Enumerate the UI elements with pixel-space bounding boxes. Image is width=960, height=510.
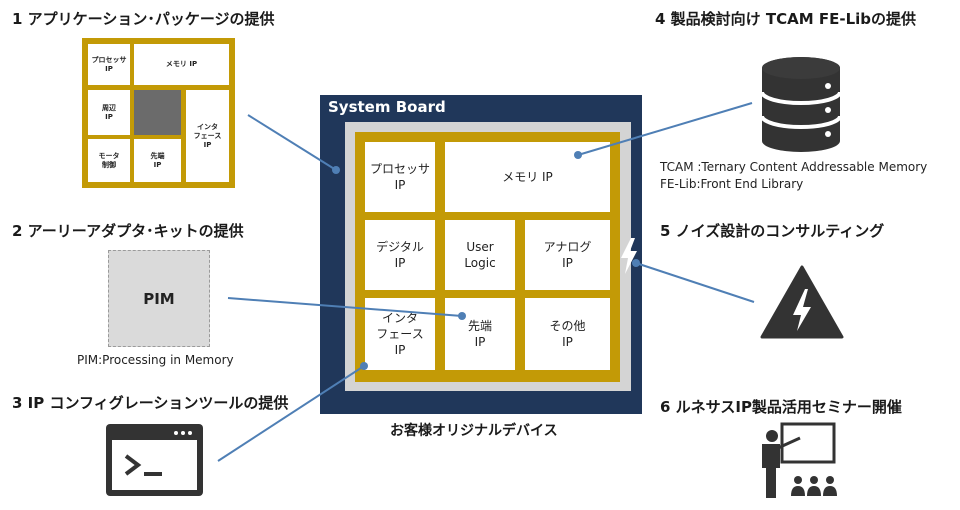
package-core-block	[134, 90, 181, 135]
pim-caption: PIM:Processing in Memory	[77, 353, 234, 367]
connector-tcam	[577, 102, 753, 156]
tcam-caption-line2: FE-Lib:Front End Library	[660, 177, 804, 191]
package-advanced-ip: 先端 IP	[134, 139, 181, 182]
package-processor-ip: プロセッサ IP	[88, 44, 130, 85]
heading-noise-consulting: 5 ノイズ設計のコンサルティング	[660, 222, 885, 240]
connector-package	[247, 114, 337, 171]
device-silver-frame: プロセッサ IP メモリ IP デジタル IP User Logic アナログ …	[345, 122, 631, 391]
connector-noise-dot	[632, 259, 640, 267]
connector-package-dot	[332, 166, 340, 174]
tcam-caption-line1: TCAM :Ternary Content Addressable Memory	[660, 160, 928, 174]
lightning-icon	[619, 238, 639, 274]
board-analog-ip: アナログ IP	[525, 220, 610, 290]
package-motor-control: モータ 制御	[88, 139, 130, 182]
board-user-logic: User Logic	[445, 220, 515, 290]
connector-tcam-dot	[574, 151, 582, 159]
heading-application-package: 1 アプリケーション･パッケージの提供	[12, 10, 275, 28]
package-memory-ip: メモリ IP	[134, 44, 229, 85]
database-icon	[760, 56, 842, 153]
board-other-ip: その他 IP	[525, 298, 610, 370]
package-interface-ip: インタ フェース IP	[186, 90, 229, 182]
board-interface-ip: インタ フェース IP	[365, 298, 435, 370]
high-voltage-warning-icon	[760, 265, 844, 339]
connector-terminal-dot	[360, 362, 368, 370]
connector-terminal	[217, 365, 365, 462]
pim-block: PIM	[108, 250, 210, 347]
device-caption: お客様オリジナルデバイス	[390, 423, 558, 439]
connector-pim	[227, 297, 463, 317]
heading-tcam-fe-lib: 4 製品検討向け TCAM FE-Libの提供	[655, 10, 917, 28]
heading-ip-config-tool: 3 IP コンフィグレーションツールの提供	[12, 394, 289, 412]
terminal-icon	[106, 424, 203, 496]
board-processor-ip: プロセッサ IP	[365, 142, 435, 212]
package-peripheral-ip: 周辺 IP	[88, 90, 130, 135]
connector-noise	[635, 262, 755, 303]
heading-early-adopter-kit: 2 アーリーアダプタ･キットの提供	[12, 222, 244, 240]
seminar-presenter-icon	[752, 422, 848, 498]
connector-pim-dot	[458, 312, 466, 320]
device-ip-grid: プロセッサ IP メモリ IP デジタル IP User Logic アナログ …	[355, 132, 620, 382]
system-board: System Board プロセッサ IP メモリ IP デジタル IP Use…	[320, 95, 642, 414]
board-advanced-ip: 先端 IP	[445, 298, 515, 370]
application-package-diagram: プロセッサ IP メモリ IP 周辺 IP インタ フェース IP モータ 制御…	[82, 38, 235, 188]
system-board-title: System Board	[328, 98, 446, 116]
board-digital-ip: デジタル IP	[365, 220, 435, 290]
heading-seminar: 6 ルネサスIP製品活用セミナー開催	[660, 398, 902, 416]
